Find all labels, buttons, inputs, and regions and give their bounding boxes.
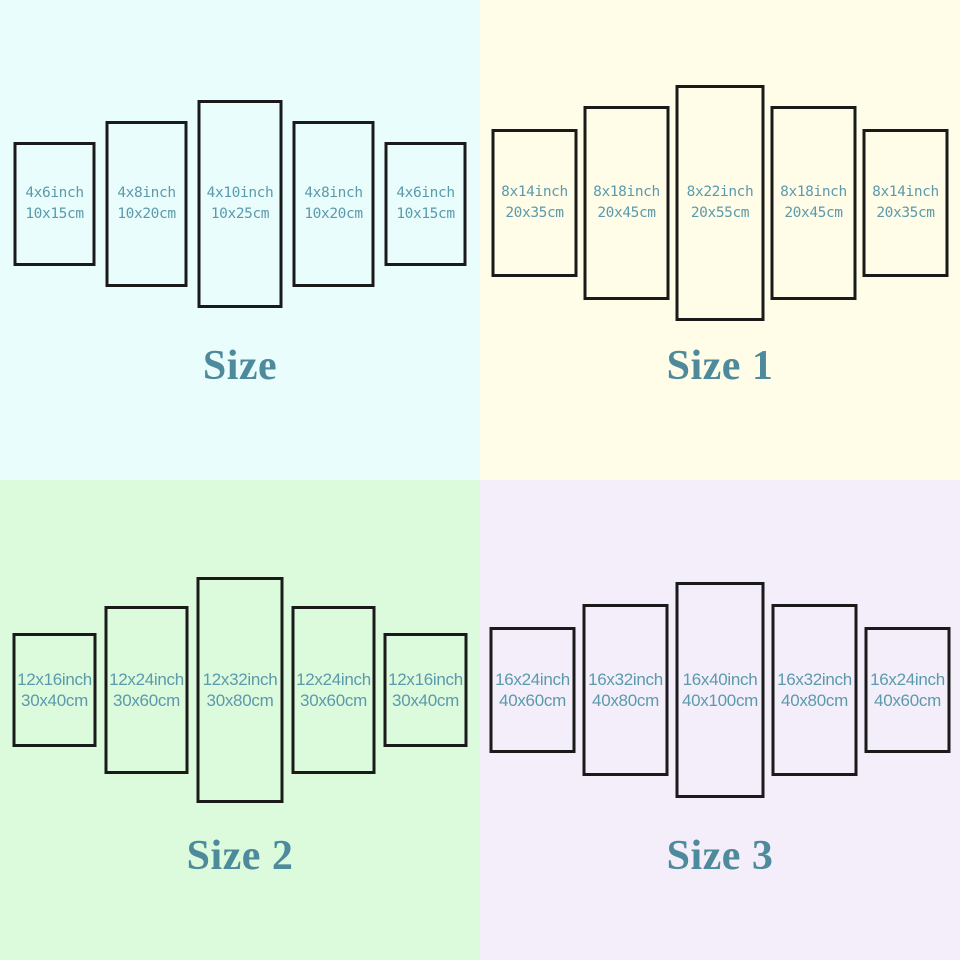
- canvas-panel-2: 12x24inch 30x60cm: [104, 606, 189, 774]
- panel-cm-label: 30x60cm: [300, 691, 367, 710]
- panel-cm-label: 20x35cm: [505, 205, 564, 221]
- canvas-panel-2: 16x32inch 40x80cm: [582, 604, 669, 776]
- canvas-panel-4: 8x18inch 20x45cm: [770, 106, 857, 300]
- panel-size-label: 4x10inch 10x25cm: [207, 183, 274, 225]
- panel-cm-label: 30x80cm: [206, 691, 274, 710]
- panel-cm-label: 10x15cm: [25, 206, 84, 222]
- panel-inch-label: 4x10inch: [206, 185, 274, 201]
- panel-cm-label: 20x45cm: [597, 205, 656, 221]
- panel-size-label: 16x32inch 40x80cm: [588, 669, 663, 711]
- panel-inch-label: 4x8inch: [304, 185, 363, 201]
- panel-size-label: 16x32inch 40x80cm: [777, 669, 852, 711]
- panel-inch-label: 16x32inch: [777, 670, 852, 689]
- canvas-panel-1: 8x14inch 20x35cm: [491, 129, 578, 277]
- panel-row: 8x14inch 20x35cm 8x18inch 20x45cm 8x22in…: [491, 85, 949, 321]
- panel-inch-label: 4x6inch: [25, 185, 84, 201]
- panel-size-label: 8x18inch 20x45cm: [593, 182, 660, 224]
- panel-cm-label: 10x15cm: [396, 206, 455, 222]
- panel-size-label: 8x18inch 20x45cm: [780, 182, 847, 224]
- quadrant-size-1: 8x14inch 20x35cm 8x18inch 20x45cm 8x22in…: [480, 0, 960, 480]
- panel-cm-label: 30x40cm: [392, 691, 459, 710]
- panel-size-label: 8x14inch 20x35cm: [872, 182, 939, 224]
- quadrant-title: Size 1: [666, 343, 774, 389]
- canvas-panel-4: 16x32inch 40x80cm: [771, 604, 858, 776]
- panel-cm-label: 20x35cm: [876, 205, 935, 221]
- panel-inch-label: 16x24inch: [870, 670, 945, 689]
- canvas-panel-1: 16x24inch 40x60cm: [489, 627, 576, 753]
- canvas-panel-4: 12x24inch 30x60cm: [291, 606, 376, 774]
- panel-size-label: 8x22inch 20x55cm: [687, 182, 754, 224]
- panel-size-label: 16x24inch 40x60cm: [870, 669, 945, 711]
- panel-inch-label: 8x18inch: [780, 184, 847, 200]
- canvas-panel-2: 4x8inch 10x20cm: [105, 121, 188, 287]
- panel-cm-label: 40x80cm: [781, 691, 848, 710]
- canvas-panel-3: 12x32inch 30x80cm: [196, 577, 284, 803]
- panel-inch-label: 12x24inch: [296, 670, 371, 689]
- panel-inch-label: 8x18inch: [593, 184, 660, 200]
- panel-inch-label: 12x16inch: [17, 670, 92, 689]
- panel-size-label: 4x6inch 10x15cm: [396, 183, 455, 225]
- panel-size-label: 16x24inch 40x60cm: [495, 669, 570, 711]
- panel-inch-label: 8x14inch: [501, 184, 568, 200]
- panel-inch-label: 12x24inch: [109, 670, 184, 689]
- panel-size-label: 12x16inch 30x40cm: [17, 669, 92, 711]
- quadrant-size-3: 16x24inch 40x60cm 16x32inch 40x80cm 16x4…: [480, 480, 960, 960]
- panel-cm-label: 10x20cm: [117, 206, 176, 222]
- canvas-panel-5: 4x6inch 10x15cm: [384, 142, 467, 266]
- panel-size-label: 4x6inch 10x15cm: [25, 183, 84, 225]
- panel-size-label: 4x8inch 10x20cm: [117, 183, 176, 225]
- panel-inch-label: 16x40inch: [682, 670, 758, 689]
- quadrant-size: 4x6inch 10x15cm 4x8inch 10x20cm 4x10inch…: [0, 0, 480, 480]
- panel-inch-label: 16x32inch: [588, 670, 663, 689]
- panel-inch-label: 16x24inch: [495, 670, 570, 689]
- panel-inch-label: 8x22inch: [686, 184, 754, 200]
- panel-size-label: 12x24inch 30x60cm: [109, 669, 184, 711]
- panel-cm-label: 20x55cm: [690, 205, 750, 221]
- panel-cm-label: 10x25cm: [210, 206, 270, 222]
- panel-cm-label: 40x60cm: [874, 691, 941, 710]
- panel-inch-label: 4x6inch: [396, 185, 455, 201]
- canvas-panel-5: 16x24inch 40x60cm: [864, 627, 951, 753]
- panel-size-label: 4x8inch 10x20cm: [304, 183, 363, 225]
- panel-cm-label: 30x60cm: [113, 691, 180, 710]
- panel-row: 16x24inch 40x60cm 16x32inch 40x80cm 16x4…: [489, 582, 951, 798]
- panel-size-label: 16x40inch 40x100cm: [682, 669, 758, 711]
- canvas-panel-4: 4x8inch 10x20cm: [292, 121, 375, 287]
- panel-size-label: 12x24inch 30x60cm: [296, 669, 371, 711]
- panel-row: 12x16inch 30x40cm 12x24inch 30x60cm 12x3…: [12, 577, 468, 803]
- panel-inch-label: 8x14inch: [872, 184, 939, 200]
- panel-inch-label: 12x16inch: [388, 670, 463, 689]
- canvas-panel-5: 8x14inch 20x35cm: [862, 129, 949, 277]
- panel-size-label: 8x14inch 20x35cm: [501, 182, 568, 224]
- canvas-panel-3: 8x22inch 20x55cm: [675, 85, 765, 321]
- panel-row: 4x6inch 10x15cm 4x8inch 10x20cm 4x10inch…: [13, 100, 467, 308]
- panel-cm-label: 10x20cm: [304, 206, 363, 222]
- panel-size-label: 12x32inch 30x80cm: [203, 669, 278, 711]
- panel-cm-label: 30x40cm: [21, 691, 88, 710]
- panel-inch-label: 12x32inch: [202, 670, 278, 689]
- quadrant-size-2: 12x16inch 30x40cm 12x24inch 30x60cm 12x3…: [0, 480, 480, 960]
- canvas-panel-1: 4x6inch 10x15cm: [13, 142, 96, 266]
- panel-size-label: 12x16inch 30x40cm: [388, 669, 463, 711]
- panel-cm-label: 40x80cm: [592, 691, 659, 710]
- canvas-panel-3: 16x40inch 40x100cm: [675, 582, 765, 798]
- canvas-panel-3: 4x10inch 10x25cm: [197, 100, 283, 308]
- canvas-panel-1: 12x16inch 30x40cm: [12, 633, 97, 747]
- panel-cm-label: 40x60cm: [499, 691, 566, 710]
- canvas-panel-5: 12x16inch 30x40cm: [383, 633, 468, 747]
- quadrant-title: Size: [202, 343, 278, 389]
- canvas-panel-2: 8x18inch 20x45cm: [583, 106, 670, 300]
- panel-cm-label: 20x45cm: [784, 205, 843, 221]
- panel-cm-label: 40x100cm: [681, 691, 759, 710]
- quadrant-title: Size 2: [186, 833, 294, 879]
- panel-inch-label: 4x8inch: [117, 185, 176, 201]
- quadrant-title: Size 3: [666, 833, 774, 879]
